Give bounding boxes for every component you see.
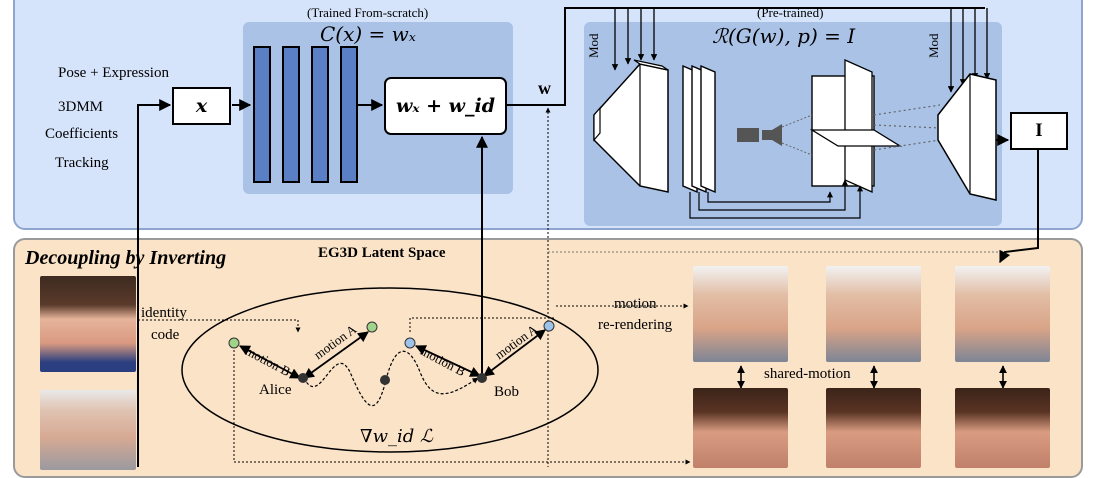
alice-frame-3 [955, 388, 1050, 468]
bob-photo [40, 390, 136, 470]
input-tracking: Tracking [55, 155, 109, 171]
c-formula: C(x) = wₓ [320, 22, 416, 46]
input-pose-expression: Pose + Expression [58, 65, 169, 81]
bob-label: Bob [494, 384, 520, 400]
alice-label: Alice [259, 382, 292, 398]
decoupling-title: Decoupling by Inverting [25, 247, 227, 269]
w-label: w [538, 78, 551, 98]
x-box: x [172, 87, 231, 125]
shared-motion-label: shared-motion [764, 366, 851, 382]
encoder-bar-2 [282, 46, 300, 183]
input-3dmm: 3DMM [58, 99, 104, 115]
bob-frame-1 [693, 266, 788, 362]
input-coefficients: Coefficients [45, 126, 119, 142]
bob-frame-2 [826, 266, 921, 362]
alice-frame-2 [826, 388, 921, 468]
rerendering-label: re-rendering [598, 317, 673, 333]
bob-frame-3 [955, 266, 1050, 362]
identity-label: identity [141, 305, 187, 321]
encoder-bar-3 [311, 46, 329, 183]
code-label: code [151, 327, 180, 343]
r-formula: ℛ(G(w), p) = I [712, 24, 856, 48]
diagram-svg [137, 7, 1039, 467]
latent-title: EG3D Latent Space [318, 245, 446, 261]
i-box: I [1010, 112, 1068, 150]
sum-box: wₓ + w_id [384, 77, 507, 135]
motion-label: motion [614, 296, 657, 312]
alice-photo [40, 276, 136, 372]
encoder-bar-1 [253, 46, 271, 183]
encoder-bar-4 [340, 46, 358, 183]
trained-label: (Trained From-scratch) [307, 5, 429, 20]
alice-frame-1 [693, 388, 788, 468]
gradient-label: ∇w_id ℒ [360, 426, 433, 447]
